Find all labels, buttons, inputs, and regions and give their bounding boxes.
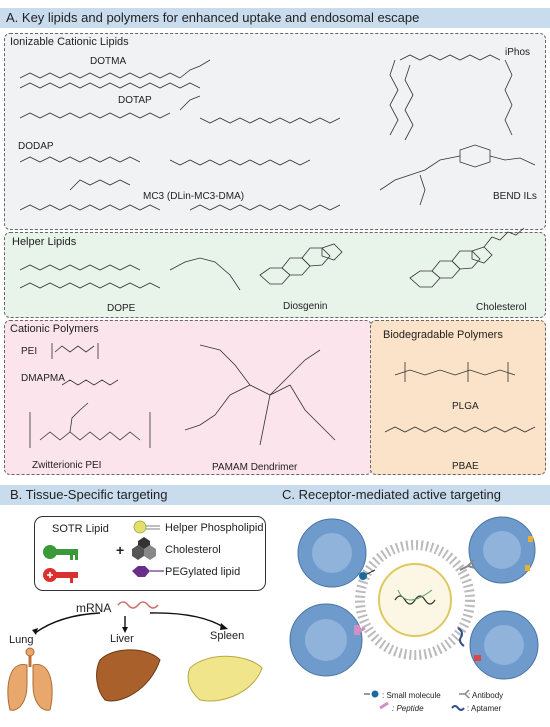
spleen-label: Spleen bbox=[210, 630, 245, 642]
legend-peptide: : Peptide bbox=[392, 704, 424, 713]
cell-bottom-left bbox=[289, 603, 363, 677]
helper-lipids-panel bbox=[4, 232, 546, 318]
zwitterionic-pei-structure bbox=[29, 402, 151, 448]
ionizable-lipids-panel bbox=[4, 33, 546, 230]
ionizable-lipids-title: Ionizable Cationic Lipids bbox=[10, 36, 129, 48]
cholesterol-component-label: Cholesterol bbox=[165, 544, 221, 556]
plga-structure bbox=[394, 362, 516, 382]
dotap-label: DOTAP bbox=[118, 95, 152, 106]
components-box bbox=[34, 516, 266, 591]
iphos-label: iPhos bbox=[505, 47, 531, 58]
sotr-lipid-red-key-icon bbox=[43, 568, 78, 583]
mc3-label: MC3 (DLin-MC3-DMA) bbox=[143, 191, 245, 202]
aptamer-legend-icon bbox=[451, 705, 465, 711]
section-bc-header-band bbox=[0, 485, 550, 505]
plus-sign: + bbox=[116, 542, 125, 558]
plga-label: PLGA bbox=[452, 401, 479, 412]
bend-ils-label: BEND ILs bbox=[493, 191, 537, 202]
biodegradable-polymers-panel bbox=[370, 320, 546, 475]
small-molecule-legend-icon bbox=[364, 690, 379, 698]
dmapma-label: DMAPMA bbox=[21, 373, 65, 384]
pamam-structure bbox=[184, 344, 336, 446]
cell-top-left bbox=[297, 518, 367, 588]
helper-phospholipid-label: Helper Phospholipid bbox=[165, 522, 264, 534]
ligand-small-molecule bbox=[359, 569, 376, 580]
cholesterol-structure bbox=[409, 227, 525, 288]
dotma-structure bbox=[19, 59, 211, 89]
cholesterol-label: Cholesterol bbox=[476, 302, 527, 313]
liver-label: Liver bbox=[110, 633, 134, 645]
iphos-structure bbox=[389, 54, 513, 141]
diosgenin-label: Diosgenin bbox=[283, 301, 328, 312]
dotma-label: DOTMA bbox=[90, 56, 127, 67]
sotr-lipid-green-key-icon bbox=[43, 545, 78, 560]
helper-lipids-title: Helper Lipids bbox=[12, 236, 77, 248]
cholesterol-icon bbox=[132, 537, 156, 560]
pbae-label: PBAE bbox=[452, 461, 479, 472]
arrow-to-lung bbox=[34, 612, 101, 634]
lung-icon bbox=[7, 647, 53, 711]
bend-ils-structure bbox=[379, 144, 536, 206]
pbae-structure bbox=[384, 426, 536, 433]
diosgenin-structure bbox=[259, 243, 343, 285]
spleen-icon bbox=[187, 655, 263, 702]
pegylated-lipid-icon bbox=[132, 566, 164, 577]
dmapma-structure bbox=[61, 379, 119, 386]
pamam-label: PAMAM Dendrimer bbox=[212, 462, 298, 473]
pei-structure bbox=[51, 343, 99, 359]
arrow-heads bbox=[32, 623, 228, 635]
legend-aptamer: : Aptamer bbox=[467, 704, 502, 713]
helper-phospholipid-icon bbox=[133, 520, 160, 534]
legend-antibody: : Antibody bbox=[468, 691, 504, 700]
section-c-header: C. Receptor-mediated active targeting bbox=[282, 487, 501, 502]
ligand-aptamer bbox=[457, 627, 465, 647]
mrna-strand bbox=[117, 601, 159, 609]
legend-small-molecule: : Small molecule bbox=[382, 691, 441, 700]
ligand-antibody bbox=[459, 559, 476, 571]
cell-bottom-right bbox=[469, 610, 539, 680]
section-b-header: B. Tissue-Specific targeting bbox=[10, 487, 168, 502]
mrna-label: mRNA bbox=[76, 601, 112, 615]
sotr-lipid-label: SOTR Lipid bbox=[52, 523, 109, 535]
ligand-peptide bbox=[354, 626, 366, 636]
cell-top-right bbox=[468, 516, 536, 584]
dope-label: DOPE bbox=[107, 303, 136, 314]
pegylated-lipid-label: PEGylated lipid bbox=[165, 566, 241, 578]
mc3-structure bbox=[19, 179, 341, 211]
arrow-to-spleen bbox=[149, 612, 226, 629]
dotap-structure bbox=[19, 95, 341, 124]
dodap-label: DODAP bbox=[18, 141, 54, 152]
section-a-header: A. Key lipids and polymers for enhanced … bbox=[0, 8, 550, 28]
zwitterionic-pei-label: Zwitterionic PEI bbox=[32, 460, 102, 471]
antibody-legend-icon bbox=[459, 689, 470, 699]
biodegradable-polymers-title: Biodegradable Polymers bbox=[383, 329, 503, 341]
cationic-polymers-title: Cationic Polymers bbox=[10, 323, 99, 335]
lipid-nanoparticle bbox=[355, 540, 475, 660]
lung-label: Lung bbox=[9, 634, 34, 646]
pei-label: PEI bbox=[21, 346, 38, 357]
dope-structure bbox=[19, 257, 241, 291]
peptide-legend-icon bbox=[379, 701, 389, 710]
dodap-structure bbox=[19, 156, 311, 166]
liver-icon bbox=[96, 649, 161, 702]
